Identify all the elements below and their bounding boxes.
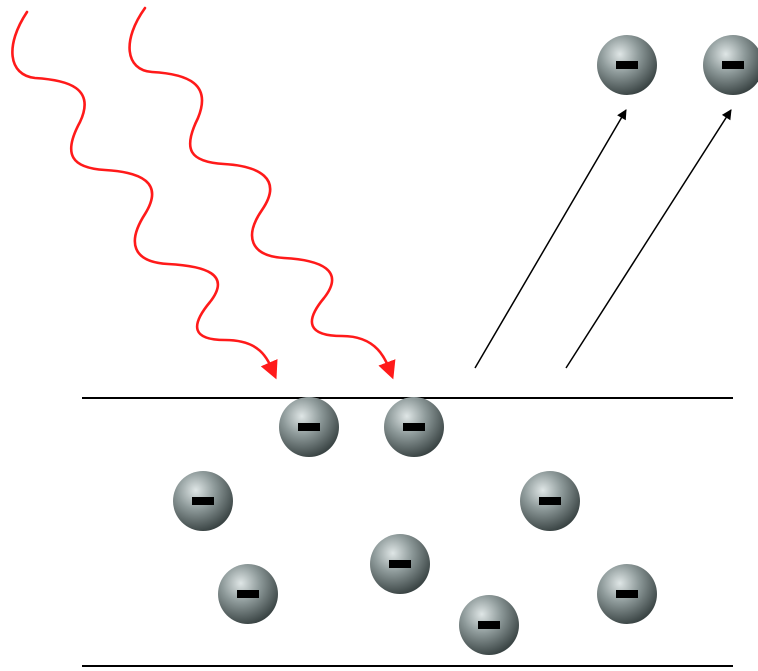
incident-photon-2	[128, 6, 396, 380]
bound-electron	[520, 471, 580, 531]
bound-electron	[279, 397, 339, 457]
incident-photon-1	[11, 10, 278, 380]
bound-electron	[384, 397, 444, 457]
bound-electron	[459, 595, 519, 655]
emission-arrow-2	[565, 109, 732, 369]
bound-electron	[370, 534, 430, 594]
bound-electron	[173, 471, 233, 531]
emitted-electron-2	[703, 35, 758, 95]
emitted-electron-1	[597, 35, 657, 95]
bound-electron	[597, 564, 657, 624]
emission-arrow-1	[474, 109, 627, 369]
bound-electron	[218, 564, 278, 624]
